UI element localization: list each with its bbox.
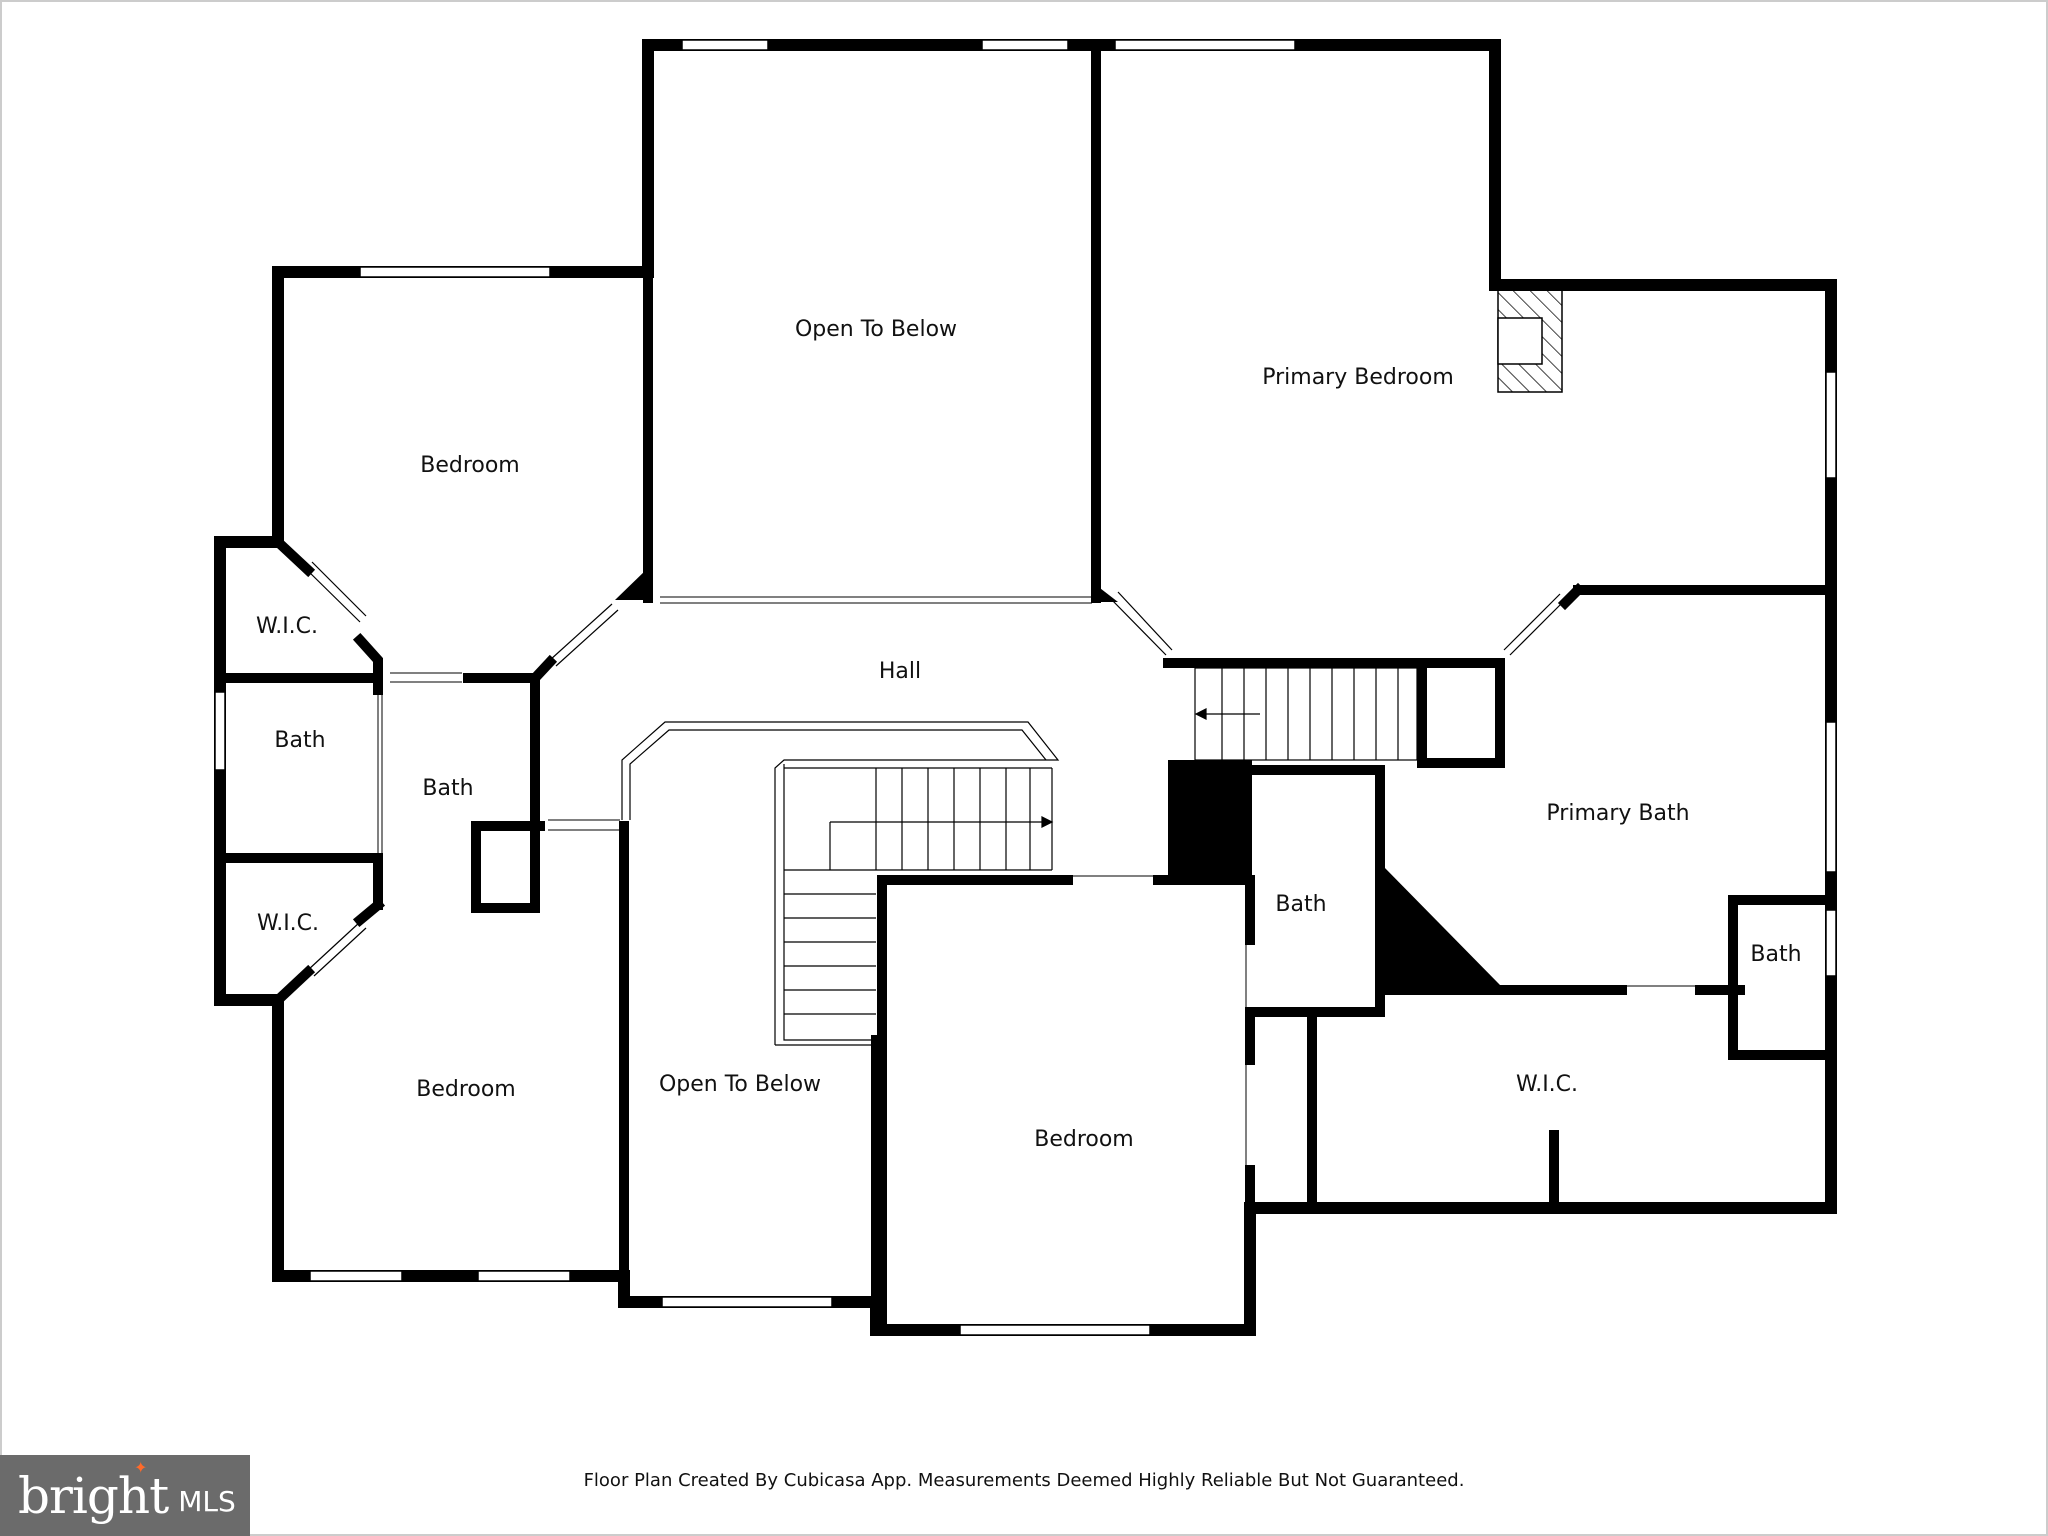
label-bath-left: Bath xyxy=(274,728,325,753)
label-bedroom-bottom-center: Bedroom xyxy=(1034,1127,1134,1152)
solid-fills xyxy=(615,568,1500,985)
stair-bottom xyxy=(621,721,1060,1046)
label-bedroom-top-left: Bedroom xyxy=(420,453,520,478)
label-primary-bath: Primary Bath xyxy=(1546,801,1689,826)
label-bedroom-bottom-left: Bedroom xyxy=(416,1077,516,1102)
label-open-to-below-bottom: Open To Below xyxy=(659,1072,821,1097)
room-labels: Open To Below Primary Bedroom Bedroom W.… xyxy=(256,317,1802,1152)
exterior-walls xyxy=(214,39,1837,1336)
logo-word: bright xyxy=(18,1466,169,1525)
label-wic-right: W.I.C. xyxy=(1516,1072,1578,1097)
label-primary-bedroom: Primary Bedroom xyxy=(1262,365,1454,390)
label-bath-center: Bath xyxy=(1275,892,1326,917)
fireplace xyxy=(1497,289,1563,393)
windows xyxy=(214,39,1837,1336)
stair-top xyxy=(1194,667,1418,761)
label-wic-lower-left: W.I.C. xyxy=(257,911,319,936)
label-bath-small-right: Bath xyxy=(1750,942,1801,967)
spark-icon: ✦ xyxy=(134,1458,148,1477)
label-wic-upper-left: W.I.C. xyxy=(256,614,318,639)
disclaimer-text: Floor Plan Created By Cubicasa App. Meas… xyxy=(583,1470,1465,1491)
label-bath-center-left: Bath xyxy=(422,776,473,801)
interior-walls xyxy=(215,40,1836,1335)
label-hall: Hall xyxy=(879,659,921,684)
label-open-to-below-top: Open To Below xyxy=(795,317,957,342)
bright-mls-logo: bright ✦ MLS xyxy=(0,1455,250,1536)
door-openings xyxy=(377,596,1738,1170)
diagonal-doors xyxy=(304,561,1566,977)
logo-suffix: MLS xyxy=(178,1485,236,1518)
